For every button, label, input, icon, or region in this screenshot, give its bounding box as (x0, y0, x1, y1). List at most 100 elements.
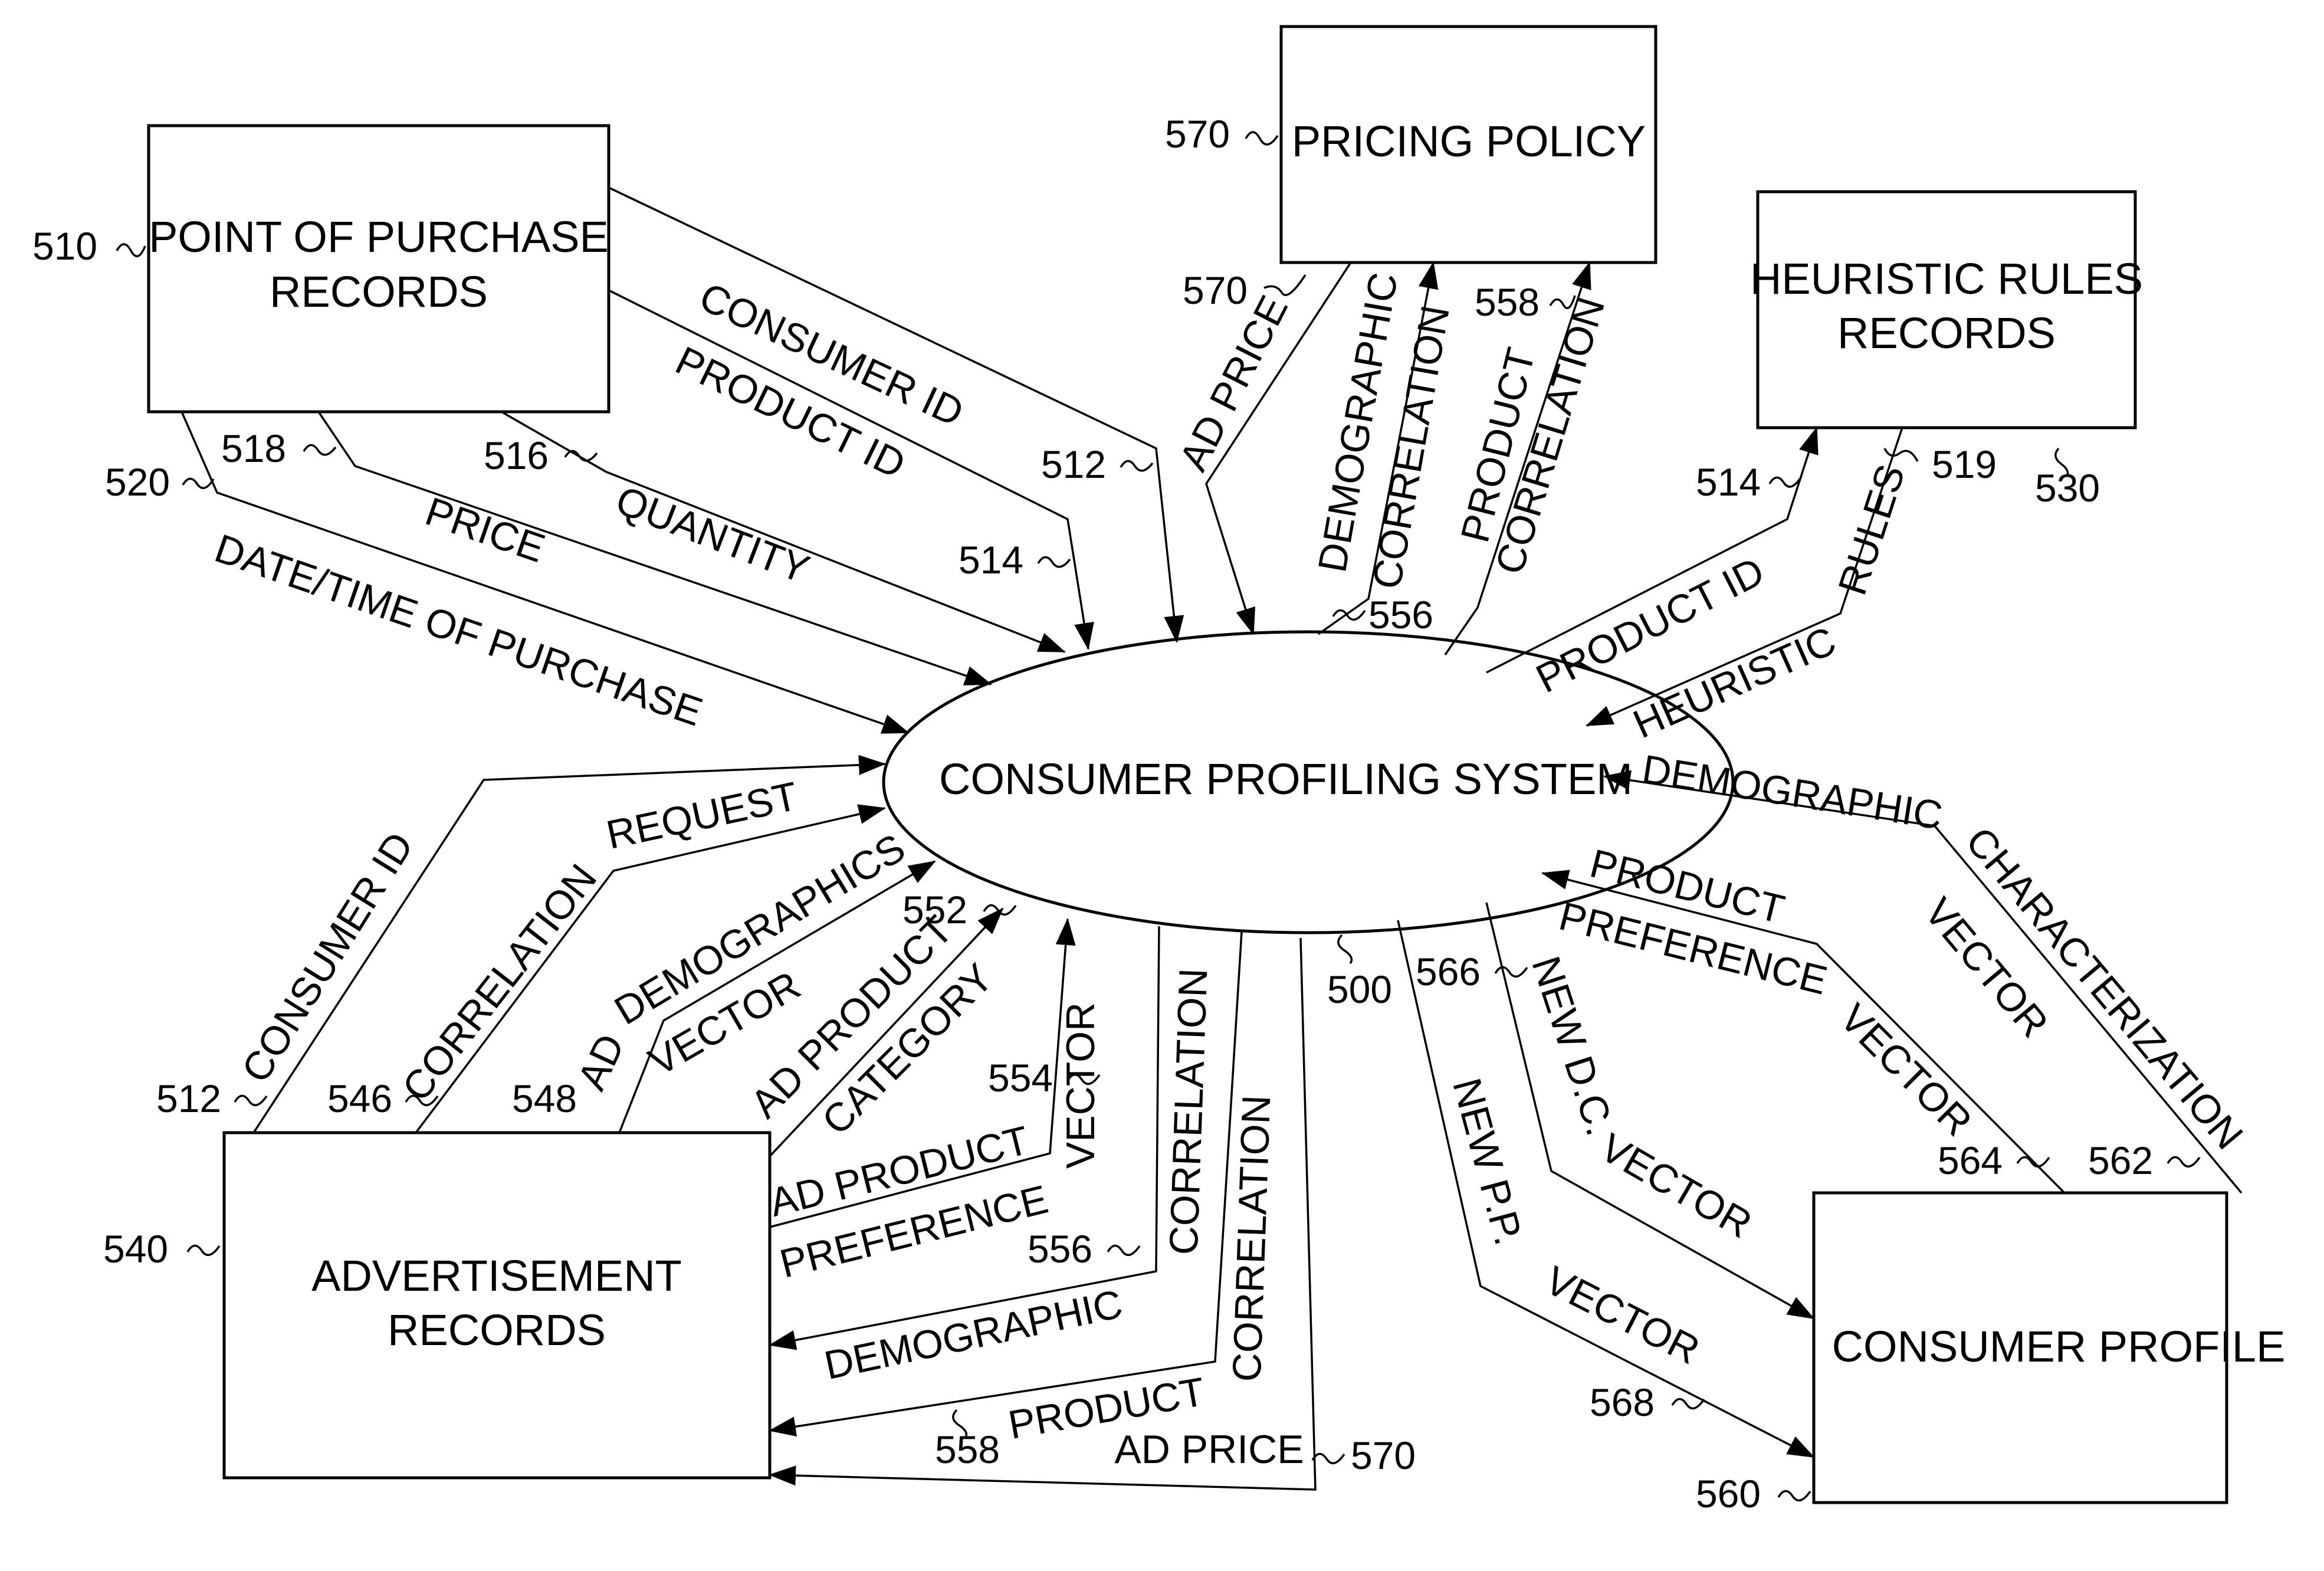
pricing-policy-box: PRICING POLICY (1279, 25, 1657, 264)
label-datetime: DATE/TIME OF PURCHASE (209, 526, 708, 734)
ref-516: 516 (484, 434, 549, 477)
label-rules: RULES (1830, 459, 1913, 600)
label-vector-ppv: VECTOR (1831, 995, 1981, 1144)
ref-558-top: 558 (1475, 280, 1540, 324)
consumer-profiling-system-hub: CONSUMER PROFILING SYSTEM (882, 630, 1735, 934)
ref-512-left-leader (234, 1094, 268, 1107)
ref-510-leader (116, 243, 146, 257)
ad-title-line1: ADVERTISEMENT (311, 1251, 682, 1300)
label-vector-new-pp: VECTOR (1538, 1258, 1706, 1373)
ref-516-leader (564, 450, 598, 462)
ref-514-top: 514 (959, 538, 1023, 582)
ref-512-top-leader (1120, 460, 1154, 472)
conn-profile-dc-vector (1603, 770, 2243, 1194)
conn-pop-price (317, 411, 992, 686)
heuristic-rules-records-box: HEURISTIC RULES RECORDS (1750, 190, 2143, 429)
ref-556-bottom: 556 (1028, 1227, 1092, 1271)
conn-pop-quantity (501, 411, 1066, 653)
ref-520: 520 (105, 460, 170, 504)
label-price: PRICE (420, 488, 550, 571)
ref-500: 500 (1327, 967, 1392, 1011)
pop-title-line1: POINT OF PURCHASE (149, 212, 609, 261)
profile-title: CONSUMER PROFILE (1832, 1322, 2286, 1371)
conn-hub-demographic-correlation-ad (769, 926, 1160, 1350)
ref-518-leader (303, 444, 337, 456)
ref-558-bottom-leader (952, 1409, 968, 1439)
advertisement-records-box: ADVERTISEMENT RECORDS (222, 1131, 772, 1480)
label-demographic-bottom: DEMOGRAPHIC (820, 1281, 1126, 1388)
ref-568-leader (1671, 1398, 1705, 1410)
ref-560: 560 (1696, 1472, 1761, 1516)
ref-540: 540 (103, 1227, 168, 1271)
heuristic-title-line2: RECORDS (1837, 309, 2056, 358)
ref-566: 566 (1416, 950, 1481, 993)
conn-hub-ad-price (769, 937, 1317, 1491)
pricing-title: PRICING POLICY (1292, 117, 1646, 166)
conn-ad-demographics-vector (618, 860, 936, 1133)
ref-570-box-leader (1245, 131, 1279, 146)
reference-numerals: 510 570 570 558 556 530 519 514 518 516 … (32, 112, 2201, 1516)
ref-570-bottom: 570 (1351, 1434, 1416, 1477)
ref-564-leader (2016, 1156, 2050, 1168)
ref-546-leader (405, 1094, 439, 1107)
heuristic-title-line1: HEURISTIC RULES (1750, 254, 2143, 303)
ref-556-top: 556 (1368, 593, 1433, 637)
conn-hub-product-correlation-ad (769, 932, 1243, 1437)
conn-hub-product-correlation (1444, 261, 1591, 655)
ref-552: 552 (902, 888, 967, 932)
conn-ad-product-preference (769, 918, 1076, 1228)
label-ad-price-top: AD PRICE (1171, 288, 1297, 478)
ref-562: 562 (2088, 1139, 2153, 1182)
conn-pop-product-id (608, 289, 1094, 650)
label-correlation-558: CORRELATION (1225, 1094, 1279, 1382)
ref-552-leader (983, 904, 1017, 916)
ref-554: 554 (988, 1056, 1053, 1100)
hub-label: CONSUMER PROFILING SYSTEM (939, 755, 1633, 803)
label-vector-new-dc: VECTOR (1593, 1125, 1759, 1247)
ref-510: 510 (32, 224, 97, 268)
conn-hub-new-pp-vector (1397, 920, 1815, 1458)
ref-500-leader (1337, 934, 1353, 965)
conn-hub-new-dc-vector (1485, 902, 1815, 1320)
label-ad-price-bottom: AD PRICE (1114, 1427, 1304, 1472)
conn-heuristic-rules (1586, 427, 1903, 727)
ref-530-leader (2054, 447, 2069, 477)
ref-570-box: 570 (1165, 112, 1230, 156)
label-correlation-556: CORRELATION (1161, 967, 1216, 1255)
ref-514-right-leader (1768, 476, 1803, 488)
point-of-purchase-records-box: POINT OF PURCHASE RECORDS (147, 124, 610, 414)
conn-profile-pp-vector (1541, 870, 2066, 1194)
ad-title-line2: RECORDS (388, 1306, 606, 1354)
ref-512-top: 512 (1041, 442, 1106, 486)
label-consumer-id-left: CONSUMER ID (233, 825, 422, 1090)
ref-564: 564 (1938, 1139, 2003, 1182)
ref-558-top-leader (1549, 295, 1576, 310)
conn-pricing-ad-price (1205, 262, 1352, 635)
ref-514-right: 514 (1696, 460, 1761, 504)
ref-568: 568 (1590, 1380, 1655, 1424)
ref-556-top-leader (1332, 609, 1366, 621)
ref-556-bottom-leader (1107, 1244, 1141, 1257)
label-quantity: QUANTITY (610, 477, 815, 592)
ref-546: 546 (327, 1077, 392, 1120)
ref-570-ad-leader (1263, 274, 1307, 296)
ref-560-leader (1777, 1490, 1811, 1502)
ref-512-left: 512 (156, 1077, 221, 1120)
conn-hub-product-id-heuristic (1486, 427, 1819, 674)
label-vector-pref: VECTOR (1058, 1002, 1103, 1169)
conn-ad-product-category (769, 907, 1004, 1157)
ref-548: 548 (512, 1077, 577, 1120)
ref-570-ad: 570 (1183, 268, 1248, 312)
ref-514-top-leader (1037, 556, 1071, 568)
conn-pop-datetime (180, 411, 910, 734)
conn-hub-demographic-correlation (1317, 261, 1439, 635)
ref-562-leader (2167, 1156, 2201, 1168)
consumer-profile-box: CONSUMER PROFILE (1812, 1191, 2286, 1504)
ref-554-leader (1066, 1073, 1101, 1085)
conn-ad-correlation-request (415, 804, 886, 1134)
pop-title-line2: RECORDS (270, 267, 488, 316)
ref-566-leader (1494, 966, 1528, 978)
ref-519-leader (1883, 448, 1919, 462)
ref-540-leader (186, 1244, 221, 1257)
